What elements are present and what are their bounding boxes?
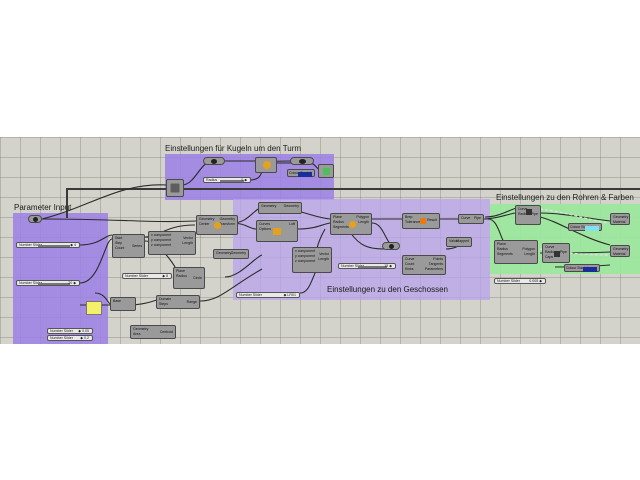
swatch-color	[298, 171, 312, 177]
yellow-panel[interactable]	[86, 301, 102, 315]
toggle-icon	[211, 159, 217, 164]
kugeln-sphere-node[interactable]	[255, 157, 277, 173]
preview-icon	[323, 168, 330, 175]
polygon-icon	[349, 221, 356, 228]
slider-b[interactable]: Number Slider◆ 0.2	[47, 335, 93, 341]
kugeln-swatch-panel[interactable]: Colour Swatch	[287, 169, 315, 177]
kugeln-preview-node[interactable]	[318, 164, 334, 178]
kugeln-toggle-node[interactable]	[203, 157, 225, 165]
slider-count[interactable]: Number Slider◆ 8	[122, 273, 172, 279]
loft-icon	[273, 228, 281, 235]
slider-floors[interactable]: Number Slider◆ 4	[16, 242, 80, 248]
group-parameter-label: Parameter Input	[14, 203, 72, 212]
geometry-param-icon	[33, 217, 38, 222]
switch-icon	[299, 159, 306, 164]
slider-a[interactable]: Number Slider◆ 0.05	[47, 328, 93, 334]
group-geschosse-label: Einstellungen zu den Geschossen	[327, 285, 448, 294]
warning-icon	[420, 218, 426, 224]
swatch-color-2	[585, 225, 599, 231]
toggle-icon-2	[389, 244, 394, 249]
grasshopper-canvas[interactable]: Einstellungen für Kugeln um den Turm Par…	[0, 137, 640, 344]
kugeln-switch-node[interactable]	[290, 157, 314, 165]
swatch-color-3	[583, 266, 597, 272]
slider-geschoss[interactable]: Number Slider◆ LR01	[236, 292, 300, 298]
toggle-node-2[interactable]	[382, 242, 400, 250]
pipe-icon-2	[554, 251, 560, 257]
group-parameter[interactable]	[13, 213, 108, 344]
sphere-icon	[263, 161, 271, 169]
parameter-input-node[interactable]	[28, 215, 42, 223]
rohren-swatch-2[interactable]: Colour Swatch	[564, 264, 600, 272]
group-kugeln-label: Einstellungen für Kugeln um den Turm	[165, 144, 302, 153]
canvas-frame-line	[66, 188, 640, 190]
canvas-frame-line-left	[66, 188, 68, 218]
reparam-node[interactable]: Base	[110, 297, 136, 311]
rohren-swatch-1[interactable]: Colour Swatch	[568, 223, 602, 231]
group-rohren-label: Einstellungen zu den Rohren & Farben	[496, 193, 634, 202]
function-icon	[170, 183, 180, 193]
kugeln-curve-node[interactable]	[166, 179, 184, 197]
scale-icon	[214, 222, 221, 229]
pipe-icon	[526, 209, 532, 215]
